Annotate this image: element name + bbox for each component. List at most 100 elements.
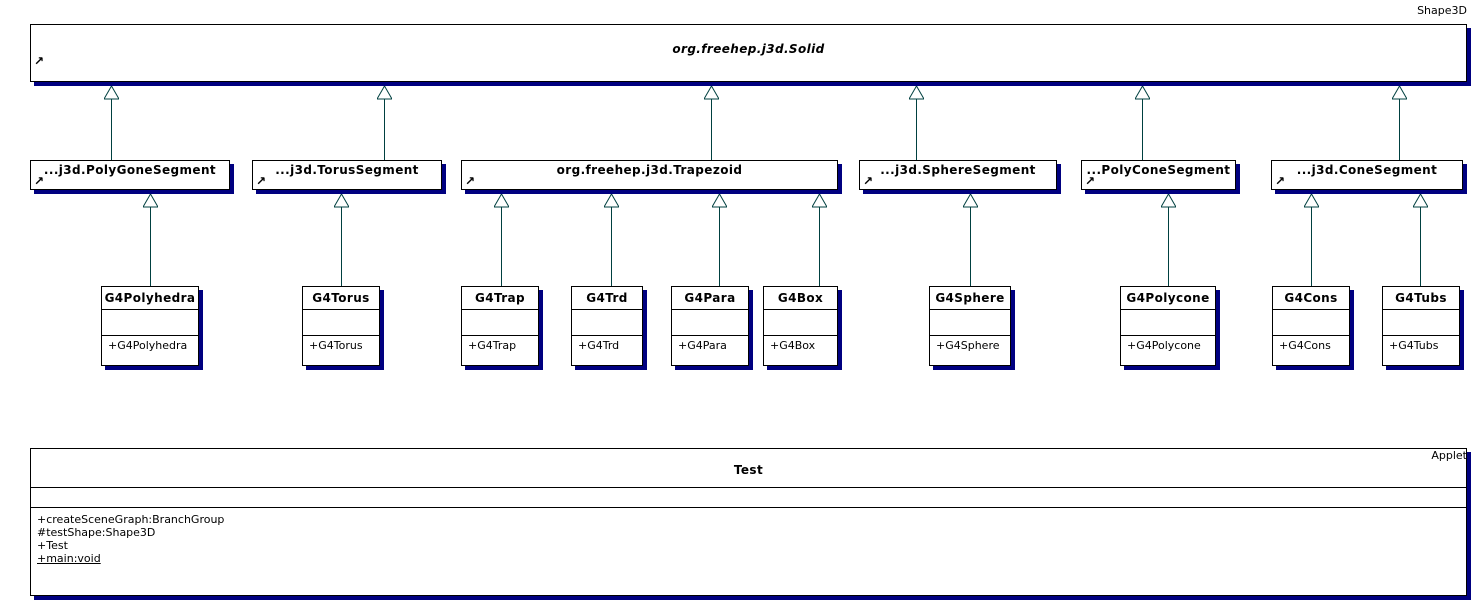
class-operations-compartment: +G4Trap — [462, 335, 538, 365]
class-name-g4torus: G4Torus — [312, 291, 370, 305]
class-box-trapezoid[interactable]: org.freehep.j3d.Trapezoid ↗ — [461, 160, 838, 190]
generalization-line — [611, 207, 612, 286]
class-name-compartment: G4Trd — [572, 287, 642, 309]
class-box-sphere-segment[interactable]: ...j3d.SphereSegment ↗ — [859, 160, 1057, 190]
class-name-compartment: Test — [31, 449, 1466, 487]
class-name-compartment: G4Polycone — [1121, 287, 1215, 309]
class-box-g4torus[interactable]: G4Torus +G4Torus — [302, 286, 380, 366]
class-name-sphere-segment: ...j3d.SphereSegment — [880, 163, 1036, 177]
generalization-line — [819, 207, 820, 286]
class-operations-compartment: +G4Para — [672, 335, 748, 365]
class-name-polycone-segment: ...PolyConeSegment — [1086, 163, 1231, 177]
class-name-compartment: G4Sphere — [930, 287, 1010, 309]
class-name-compartment: org.freehep.j3d.Solid ↗ — [31, 25, 1466, 81]
class-name-trapezoid: org.freehep.j3d.Trapezoid — [556, 163, 743, 177]
class-box-polycone-segment[interactable]: ...PolyConeSegment ↗ — [1081, 160, 1236, 190]
class-operations-compartment: +G4Tubs — [1383, 335, 1459, 365]
class-box-g4polycone[interactable]: G4Polycone +G4Polycone — [1120, 286, 1216, 366]
class-attributes-compartment — [1121, 309, 1215, 335]
class-attributes-compartment — [462, 309, 538, 335]
class-name-compartment: ...j3d.TorusSegment ↗ — [253, 161, 441, 189]
operation-item: +createSceneGraph:BranchGroup — [37, 513, 225, 526]
generalization-line — [719, 207, 720, 286]
navigable-arrow-icon: ↗ — [256, 174, 267, 188]
generalization-line — [1420, 207, 1421, 286]
class-operations-compartment: +G4Torus — [303, 335, 379, 365]
generalization-line — [501, 207, 502, 286]
operation-item: +G4Torus — [309, 339, 363, 352]
class-name-g4polycone: G4Polycone — [1126, 291, 1210, 305]
class-name-compartment: ...j3d.ConeSegment ↗ — [1272, 161, 1462, 189]
class-name-g4box: G4Box — [777, 291, 824, 305]
class-operations-compartment: +G4Cons — [1273, 335, 1349, 365]
class-box-g4polyhedra[interactable]: G4Polyhedra +G4Polyhedra — [101, 286, 199, 366]
generalization-line — [1142, 99, 1143, 161]
superclass-tag-applet: Applet — [1431, 449, 1467, 462]
class-name-compartment: org.freehep.j3d.Trapezoid ↗ — [462, 161, 837, 189]
class-attributes-compartment — [672, 309, 748, 335]
navigable-arrow-icon: ↗ — [1085, 174, 1096, 188]
operation-item: +G4Para — [678, 339, 727, 352]
operation-item: #testShape:Shape3D — [37, 526, 156, 539]
operation-item: +G4Polyhedra — [108, 339, 188, 352]
class-name-compartment: ...j3d.PolyGoneSegment ↗ — [31, 161, 229, 189]
navigable-arrow-icon: ↗ — [34, 174, 45, 188]
class-attributes-compartment — [303, 309, 379, 335]
class-attributes-compartment — [1383, 309, 1459, 335]
class-attributes-compartment — [764, 309, 837, 335]
generalization-line — [1399, 99, 1400, 161]
class-name-g4sphere: G4Sphere — [935, 291, 1005, 305]
class-name-g4polyhedra: G4Polyhedra — [104, 291, 196, 305]
operation-item: +G4Polycone — [1127, 339, 1201, 352]
class-name-compartment: G4Trap — [462, 287, 538, 309]
class-name-compartment: G4Polyhedra — [102, 287, 198, 309]
class-box-solid[interactable]: org.freehep.j3d.Solid ↗ — [30, 24, 1467, 82]
class-box-cone-segment[interactable]: ...j3d.ConeSegment ↗ — [1271, 160, 1463, 190]
class-box-g4box[interactable]: G4Box +G4Box — [763, 286, 838, 366]
class-name-solid: org.freehep.j3d.Solid — [672, 42, 825, 56]
class-box-g4tubs[interactable]: G4Tubs +G4Tubs — [1382, 286, 1460, 366]
operation-item: +Test — [37, 539, 68, 552]
generalization-line — [1311, 207, 1312, 286]
class-operations-compartment: +G4Polyhedra — [102, 335, 198, 365]
superclass-tag-shape3d: Shape3D — [1417, 4, 1467, 17]
generalization-line — [384, 99, 385, 161]
class-name-polygone-segment: ...j3d.PolyGoneSegment — [43, 163, 217, 177]
class-operations-compartment: +createSceneGraph:BranchGroup #testShape… — [31, 507, 1466, 595]
operation-item: +G4Cons — [1279, 339, 1331, 352]
class-name-g4trd: G4Trd — [586, 291, 628, 305]
navigable-arrow-icon: ↗ — [465, 174, 476, 188]
class-box-g4cons[interactable]: G4Cons +G4Cons — [1272, 286, 1350, 366]
navigable-arrow-icon: ↗ — [863, 174, 874, 188]
class-name-compartment: ...PolyConeSegment ↗ — [1082, 161, 1235, 189]
operation-item: +G4Tubs — [1389, 339, 1439, 352]
class-operations-compartment: +G4Polycone — [1121, 335, 1215, 365]
generalization-line — [150, 207, 151, 286]
class-box-g4sphere[interactable]: G4Sphere +G4Sphere — [929, 286, 1011, 366]
operation-item: +G4Trap — [468, 339, 517, 352]
class-operations-compartment: +G4Sphere — [930, 335, 1010, 365]
class-operations-compartment: +G4Box — [764, 335, 837, 365]
navigable-arrow-icon: ↗ — [1275, 174, 1286, 188]
class-attributes-compartment — [102, 309, 198, 335]
class-name-g4tubs: G4Tubs — [1395, 291, 1447, 305]
class-box-test[interactable]: Test +createSceneGraph:BranchGroup #test… — [30, 448, 1467, 596]
operation-item: +G4Box — [770, 339, 816, 352]
class-name-cone-segment: ...j3d.ConeSegment — [1296, 163, 1438, 177]
class-name-torus-segment: ...j3d.TorusSegment — [275, 163, 419, 177]
class-box-polygone-segment[interactable]: ...j3d.PolyGoneSegment ↗ — [30, 160, 230, 190]
class-box-g4trap[interactable]: G4Trap +G4Trap — [461, 286, 539, 366]
class-box-g4trd[interactable]: G4Trd +G4Trd — [571, 286, 643, 366]
operation-item: +G4Sphere — [936, 339, 1000, 352]
generalization-line — [111, 99, 112, 161]
class-name-compartment: G4Para — [672, 287, 748, 309]
class-attributes-compartment — [930, 309, 1010, 335]
class-name-g4trap: G4Trap — [474, 291, 526, 305]
class-name-g4cons: G4Cons — [1284, 291, 1338, 305]
class-name-compartment: G4Torus — [303, 287, 379, 309]
generalization-line — [341, 207, 342, 286]
generalization-line — [1168, 207, 1169, 286]
class-box-g4para[interactable]: G4Para +G4Para — [671, 286, 749, 366]
class-box-torus-segment[interactable]: ...j3d.TorusSegment ↗ — [252, 160, 442, 190]
